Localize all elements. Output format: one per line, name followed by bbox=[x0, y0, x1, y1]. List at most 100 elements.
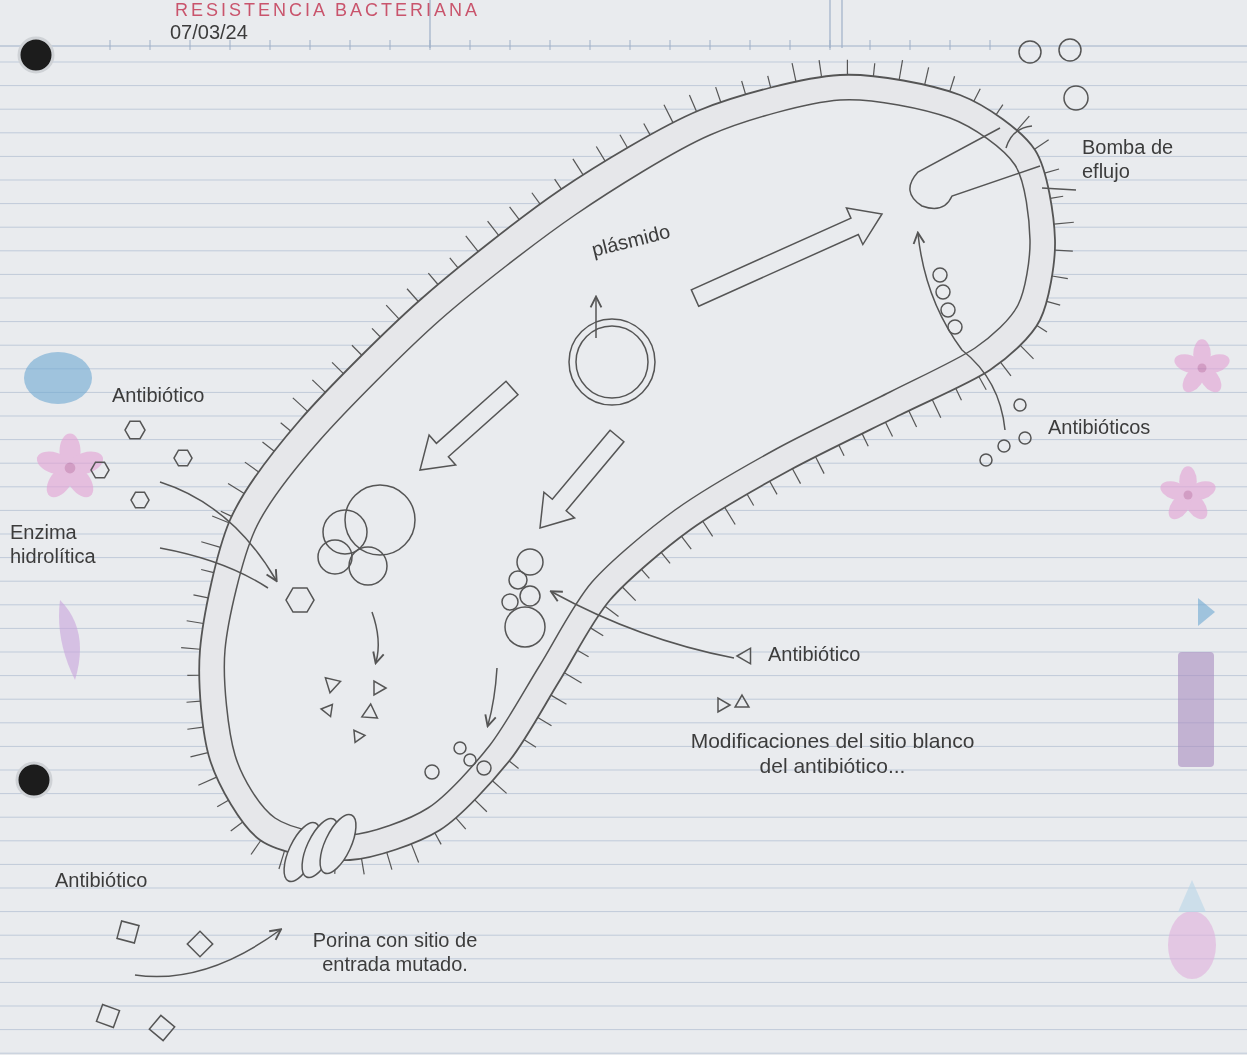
pilus bbox=[819, 60, 821, 77]
pilus bbox=[510, 207, 520, 220]
cell-wall bbox=[199, 75, 1055, 860]
pilus bbox=[228, 484, 244, 494]
pilus bbox=[187, 621, 204, 624]
pilus bbox=[1037, 325, 1047, 332]
header-tick bbox=[510, 40, 511, 50]
antibiotic-molecule bbox=[998, 440, 1010, 452]
antibiotic-hexagon bbox=[131, 492, 149, 508]
pilus bbox=[538, 718, 552, 726]
pilus bbox=[979, 377, 986, 390]
ruled-line bbox=[0, 1053, 1247, 1054]
ruled-line bbox=[0, 62, 1247, 63]
callout-label: Antibióticos bbox=[1048, 415, 1198, 439]
ruled-line bbox=[0, 675, 1247, 676]
plasmid-pointer bbox=[595, 298, 597, 338]
ruled-line bbox=[0, 793, 1247, 794]
flower-petal bbox=[34, 447, 75, 478]
expression-arrow bbox=[540, 430, 624, 528]
antibiotic-molecule bbox=[936, 285, 950, 299]
pilus bbox=[768, 76, 771, 88]
pilus bbox=[245, 462, 259, 472]
pilus bbox=[488, 221, 499, 235]
pilus bbox=[190, 753, 207, 757]
ruled-line bbox=[0, 840, 1247, 841]
header-tick bbox=[910, 40, 911, 50]
cell-membrane bbox=[224, 100, 1030, 835]
index-tab bbox=[1178, 652, 1214, 767]
antibiotic-fragment bbox=[321, 705, 332, 717]
pilus bbox=[792, 469, 800, 484]
pilus bbox=[590, 628, 603, 636]
modified-site bbox=[477, 761, 491, 775]
antibiotic-hexagon bbox=[91, 462, 109, 478]
ruled-line bbox=[0, 817, 1247, 818]
pilus bbox=[187, 701, 201, 702]
pilus bbox=[281, 423, 291, 431]
tab-triangle bbox=[1198, 598, 1215, 626]
flower-petal bbox=[1172, 351, 1206, 377]
pilus bbox=[862, 434, 868, 447]
pilus bbox=[1035, 140, 1049, 149]
pilus bbox=[620, 135, 628, 148]
header-tick bbox=[790, 40, 791, 50]
pilus bbox=[605, 606, 619, 616]
ruled-line bbox=[0, 746, 1247, 747]
expelled-antibiotic bbox=[1059, 39, 1081, 61]
expelled-antibiotic bbox=[1064, 86, 1088, 110]
ruled-line bbox=[0, 770, 1247, 771]
ruled-line bbox=[0, 628, 1247, 629]
pilus bbox=[312, 380, 325, 392]
pilus bbox=[1054, 222, 1074, 224]
pilus bbox=[551, 695, 567, 704]
callout-label: plásmido bbox=[589, 209, 711, 261]
pilus bbox=[644, 123, 650, 134]
pilus bbox=[532, 193, 540, 204]
flower-sticker bbox=[1158, 466, 1218, 523]
binder-hole bbox=[17, 763, 51, 797]
pilus bbox=[181, 648, 200, 650]
antibiotic-fragment bbox=[354, 730, 365, 742]
pilus bbox=[577, 650, 588, 656]
pilus bbox=[352, 345, 362, 355]
pilus bbox=[682, 536, 692, 549]
flower-center bbox=[1184, 491, 1193, 500]
pilus bbox=[716, 87, 721, 102]
pilus bbox=[792, 63, 796, 82]
pilus bbox=[747, 494, 754, 505]
pilus bbox=[1001, 362, 1011, 375]
pilus bbox=[456, 818, 466, 829]
ruled-line bbox=[0, 864, 1247, 865]
pineapple-sticker bbox=[1168, 911, 1216, 979]
pineapple-leaves bbox=[1178, 880, 1206, 912]
modified-triangle bbox=[718, 698, 730, 712]
header-tick bbox=[430, 40, 431, 50]
pilus bbox=[996, 105, 1003, 115]
enzyme-sphere bbox=[349, 547, 387, 585]
target-site bbox=[520, 586, 540, 606]
header-grid bbox=[0, 0, 1247, 50]
ruled-line bbox=[0, 132, 1247, 133]
porin-entry-arrow bbox=[135, 930, 280, 977]
pilus bbox=[262, 442, 274, 451]
ruled-line bbox=[0, 1029, 1247, 1030]
pilus bbox=[198, 777, 216, 785]
callout-label: 07/03/24 bbox=[170, 20, 300, 44]
pilus bbox=[839, 445, 844, 456]
binder-hole bbox=[19, 38, 53, 72]
antibiotic-molecule bbox=[941, 303, 955, 317]
modified-site bbox=[425, 765, 439, 779]
pilus bbox=[428, 273, 438, 284]
pilus bbox=[725, 507, 735, 524]
ruled-line bbox=[0, 722, 1247, 723]
flower-center bbox=[65, 463, 76, 474]
enzyme-sphere bbox=[345, 485, 415, 555]
pilus bbox=[770, 481, 777, 494]
antibiotic-hexagon bbox=[125, 421, 145, 438]
ruled-line bbox=[0, 982, 1247, 983]
ruled-lines bbox=[0, 62, 1247, 1053]
antibiotic-square bbox=[117, 921, 139, 943]
feather-sticker bbox=[59, 600, 80, 680]
ruled-line bbox=[0, 109, 1247, 110]
